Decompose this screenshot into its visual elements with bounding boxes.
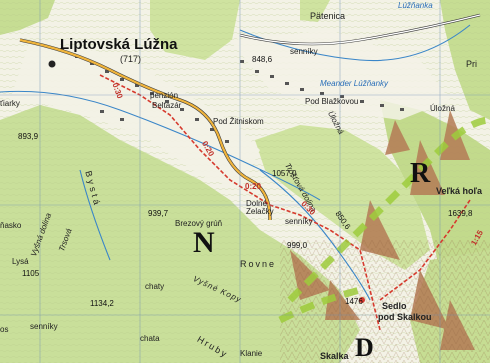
- elev-999: 999,0: [287, 241, 308, 250]
- town-name: Liptovská Lúžna: [60, 36, 178, 53]
- sheet-letter-r: R: [410, 158, 431, 189]
- label-lysa: Lysá: [12, 257, 29, 266]
- elev-848: 848,6: [252, 55, 273, 64]
- margin-label-3: os: [0, 325, 9, 334]
- park-boundary: [278, 116, 490, 324]
- label-pod-skalkou: pod Skalkou: [378, 312, 432, 322]
- label-klanie: Klanie: [240, 349, 263, 358]
- elev-939: 939,7: [148, 209, 169, 218]
- label-sedlo: Sedlo: [382, 301, 407, 311]
- margin-label-1: ťiarky: [0, 99, 20, 108]
- label-pod-blazkovou: Pod Blažkovou: [305, 97, 359, 106]
- trail-time-3: 0:20: [245, 182, 262, 191]
- label-rovne: Rovne: [240, 259, 277, 269]
- elev-1476: 1476: [345, 297, 363, 306]
- label-pri: Pri: [466, 59, 477, 69]
- elev-1134: 1134,2: [90, 299, 114, 308]
- label-luzianka: Lúžňanka: [398, 1, 433, 10]
- label-velka-hora: Veľká hoľa: [436, 186, 482, 196]
- label-beltazar: Beltazár: [152, 101, 182, 110]
- label-meander: Meander Lúžňanky: [320, 79, 389, 88]
- label-senniky-mid: senníky: [285, 217, 313, 226]
- label-pod-zitniskom: Pod Žitniskom: [213, 117, 264, 126]
- label-ulozna: Úložná: [430, 104, 455, 113]
- streams: [0, 24, 471, 301]
- sheet-letter-n: N: [193, 226, 215, 259]
- label-brezovy: Brezový grúň: [175, 219, 223, 228]
- elev-893: 893,9: [18, 132, 39, 141]
- saddle-marker: [359, 297, 365, 303]
- elev-1057: 1057,0: [272, 169, 297, 178]
- elev-1639: 1639,8: [448, 209, 473, 218]
- label-dolne-zelacky: Dolné Zelačky: [246, 199, 274, 216]
- label-chaty: chaty: [145, 282, 165, 291]
- elev-1105: 1105: [22, 269, 40, 278]
- label-skalka: Skalka: [320, 351, 349, 361]
- label-chata: chata: [140, 334, 160, 343]
- label-patenica: Pätenica: [310, 11, 346, 21]
- sheet-letter-d: D: [355, 333, 374, 362]
- village-clearing: [10, 40, 260, 190]
- label-senniky-bottom: senníky: [30, 322, 58, 331]
- roads: [19, 13, 481, 221]
- margin-label-2: ňasko: [0, 221, 22, 230]
- town-elevation: (717): [120, 54, 142, 64]
- village-marker: [48, 60, 56, 68]
- label-senniky-top: senníky: [290, 47, 318, 56]
- label-penzion: penzión: [150, 91, 179, 100]
